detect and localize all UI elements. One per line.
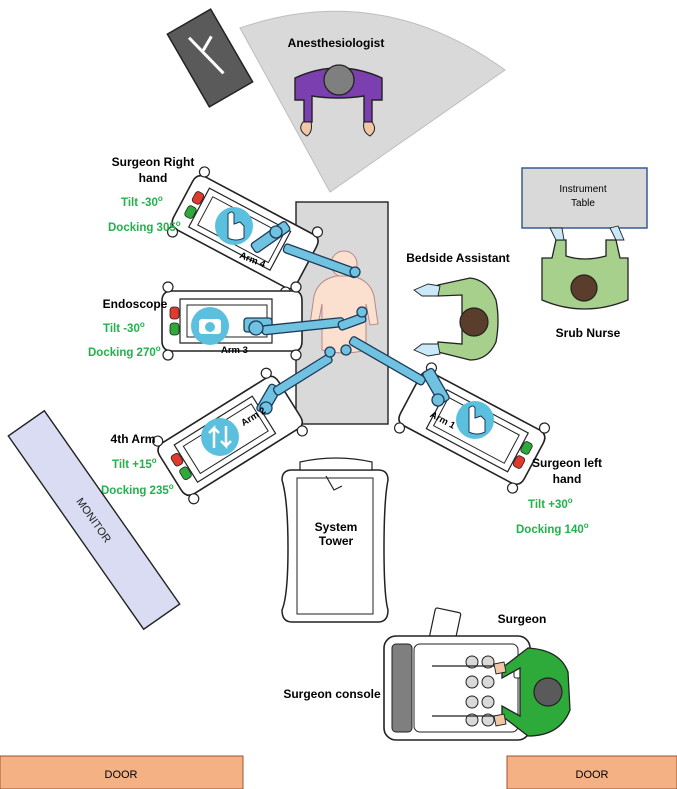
door-left [0,755,244,789]
arm1-role-label: Surgeon left [532,456,602,470]
arm2-tilt: Tilt +15o [112,456,157,471]
scrub-nurse-figure [541,225,629,310]
surgeon-figure [493,647,571,737]
arm3-docking: Docking 270o [88,344,161,359]
anesthesiologist-figure [294,64,383,137]
system-tower-label-2: Tower [319,534,354,548]
arm1-hand-pointer-icon [456,401,494,439]
arm1-docking: Docking 140o [516,521,589,536]
arm3-tilt: Tilt -30o [103,320,145,335]
system-tower [281,457,389,623]
arm3-camera-icon [191,307,229,345]
arm4-role-label: Surgeon Right [112,155,195,169]
instrument-table [521,167,648,229]
arm4-hand-pointer-icon [215,207,253,245]
system-tower-label: System [315,520,358,534]
anesthesiologist-label: Anesthesiologist [288,36,385,50]
arm3-role-label: Endoscope [103,297,168,311]
door-right [506,755,677,789]
monitor: MONITOR [7,409,181,631]
bedside-assistant-label: Bedside Assistant [406,251,510,265]
arm1-tilt: Tilt +30o [528,496,573,511]
arm4-tilt: Tilt -30o [121,194,163,209]
arm4-docking: Docking 305o [108,219,181,234]
scrub-nurse-label: Srub Nurse [556,326,621,340]
anesthesia-machine [166,8,254,108]
arm2-role-label: 4th Arm [111,432,156,446]
robotic-arms [243,220,450,415]
surgeon-label: Surgeon [498,612,547,626]
arm2-docking: Docking 235o [101,482,174,497]
arm2-swap-arrows-icon [201,418,239,456]
arm4-role-label-2: hand [139,171,168,185]
instrument-table-label: Instrument [559,184,606,195]
arm3-label: Arm 3 [221,345,248,356]
instrument-table-label-2: Table [571,198,595,209]
door-right-label: DOOR [576,769,609,781]
arm1-role-label-2: hand [553,472,582,486]
bedside-assistant-figure [413,277,499,361]
surgeon-console-label: Surgeon console [283,687,381,701]
door-left-label: DOOR [105,769,138,781]
